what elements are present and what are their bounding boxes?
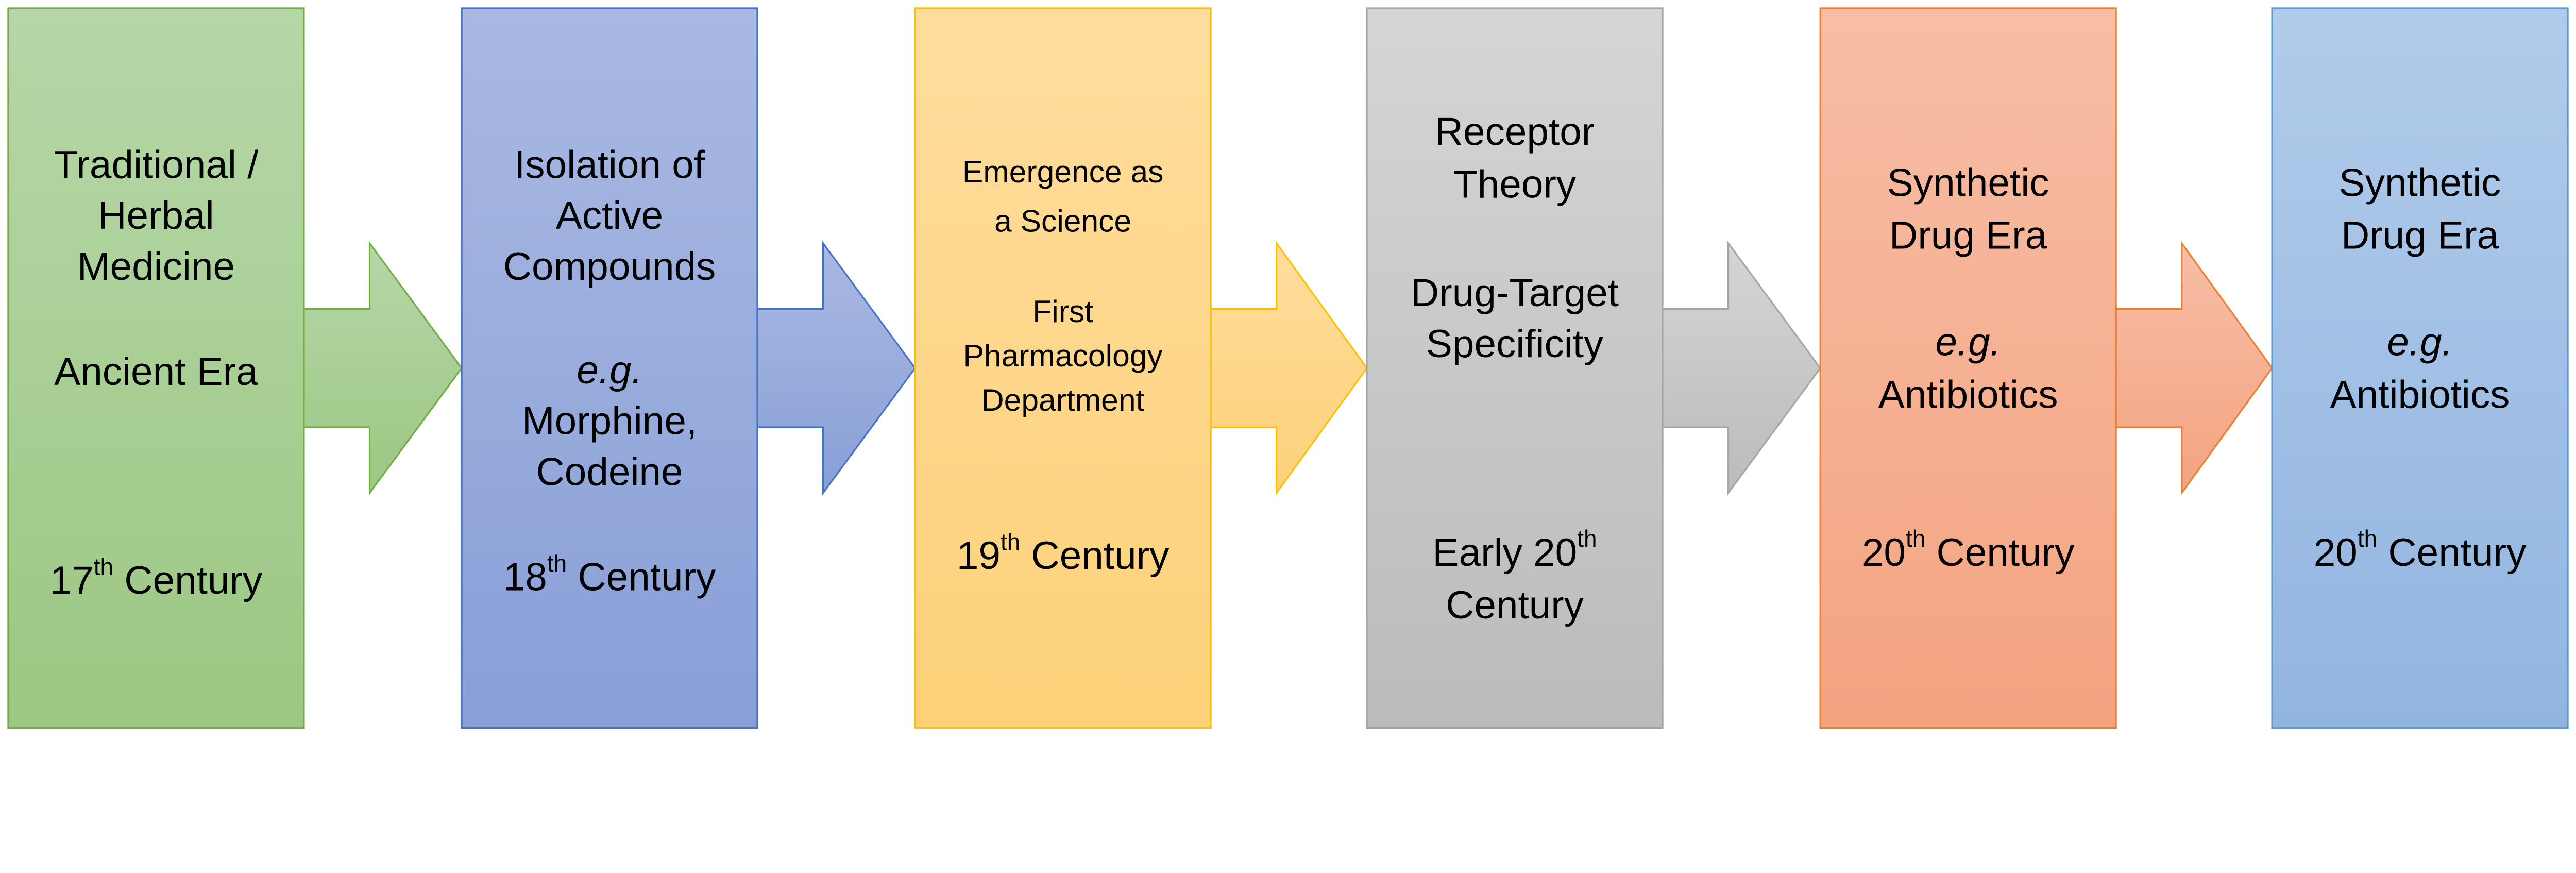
stage-label-line: Ancient Era <box>54 350 258 394</box>
label-text: Century <box>2377 531 2527 575</box>
label-text: Ancient Era <box>54 350 258 394</box>
ordinal-superscript: th <box>1001 529 1020 556</box>
stage-label-line: e.g. <box>2387 321 2453 364</box>
stage-label-line: First <box>1032 294 1093 329</box>
label-text: Morphine, <box>522 399 697 443</box>
stage-label-line: 18th Century <box>503 550 716 599</box>
stage-label-line: 17th Century <box>50 553 263 602</box>
label-text: Century <box>567 556 716 599</box>
stage-label-line: e.g. <box>577 348 642 392</box>
stage-label-line: 20th Century <box>2314 525 2527 575</box>
label-text: Century <box>1446 583 1584 627</box>
stage-label-line: Morphine, <box>522 399 697 443</box>
stage-label-line: Herbal <box>98 194 214 238</box>
label-text: 18 <box>503 556 547 599</box>
label-text: Synthetic <box>2339 161 2501 205</box>
label-text: Herbal <box>98 194 214 238</box>
stage-box-receptor-theory <box>1366 7 1664 729</box>
label-text: Drug Era <box>2341 214 2499 258</box>
label-text: Emergence as <box>962 154 1164 189</box>
label-text: e.g. <box>1935 321 2001 364</box>
stage-label-line: a Science <box>994 204 1131 239</box>
arrow-receptor-theory <box>1658 241 1822 496</box>
label-text: e.g. <box>577 348 642 392</box>
label-text: Active <box>556 194 663 238</box>
label-text: Compounds <box>503 245 716 289</box>
label-text: Receptor <box>1435 110 1595 154</box>
label-text: Synthetic <box>1887 161 2049 205</box>
label-text: Specificity <box>1426 322 1604 366</box>
stage-label-line: Medicine <box>77 245 235 289</box>
stage-label-line: Active <box>556 194 663 238</box>
label-text: Century <box>1925 531 2075 575</box>
label-text: Isolation of <box>514 143 705 187</box>
stage-label-line: Pharmacology <box>963 338 1163 373</box>
arrow-traditional-herbal-medicine <box>299 241 463 496</box>
label-text: Medicine <box>77 245 235 289</box>
ordinal-superscript: th <box>94 553 113 580</box>
label-text: Early 20 <box>1433 531 1578 575</box>
label-text: Century <box>113 559 263 602</box>
stage-label-line: Receptor <box>1435 110 1595 154</box>
label-text: Century <box>1020 534 1170 578</box>
stage-label-line: Theory <box>1453 163 1577 207</box>
label-text: Antibiotics <box>1878 373 2058 417</box>
ordinal-superscript: th <box>547 550 567 577</box>
label-text: 19 <box>957 534 1001 578</box>
label-text: 20 <box>2314 531 2358 575</box>
stage-label-line: 19th Century <box>957 529 1170 578</box>
label-text: e.g. <box>2387 321 2453 364</box>
stage-label-line: Antibiotics <box>2330 373 2510 417</box>
stage-label-line: Synthetic <box>2339 161 2501 205</box>
stage-label-line: Emergence as <box>962 154 1164 189</box>
label-text: Theory <box>1453 163 1577 207</box>
stage-box-isolation-of-active-compounds <box>461 7 758 729</box>
stage-box-synthetic-drug-era-2 <box>2271 7 2569 729</box>
label-text: Traditional / <box>54 143 259 187</box>
stage-label-line: Century <box>1446 583 1584 627</box>
stage-label-line: Department <box>981 382 1145 417</box>
stage-label-line: 20th Century <box>1862 525 2075 575</box>
stage-label-line: Synthetic <box>1887 161 2049 205</box>
arrow-emergence-as-a-science <box>1207 241 1368 496</box>
stage-label-line: Specificity <box>1426 322 1604 366</box>
stage-label-line: e.g. <box>1935 321 2001 364</box>
label-text: Codeine <box>536 450 683 494</box>
stage-label-line: Traditional / <box>54 143 259 187</box>
ordinal-superscript: th <box>2358 525 2377 552</box>
stage-label-line: Early 20th <box>1433 525 1597 575</box>
label-text: Drug-Target <box>1411 271 1619 315</box>
stage-label-line: Antibiotics <box>1878 373 2058 417</box>
label-text: Pharmacology <box>963 338 1163 373</box>
label-text: Drug Era <box>1889 214 2047 258</box>
arrow-isolation-of-active-compounds <box>753 241 917 496</box>
arrow-synthetic-drug-era <box>2112 241 2274 496</box>
label-text: 17 <box>50 559 94 602</box>
stage-label-line: Drug Era <box>1889 214 2047 258</box>
label-text: 20 <box>1862 531 1906 575</box>
label-text: Department <box>981 382 1145 417</box>
stage-box-emergence-as-a-science <box>914 7 1212 729</box>
stage-label-line: Isolation of <box>514 143 705 187</box>
label-text: a Science <box>994 204 1131 239</box>
stage-label-line: Codeine <box>536 450 683 494</box>
label-text: First <box>1032 294 1093 329</box>
stage-box-traditional-herbal-medicine <box>7 7 305 729</box>
stage-label-line: Drug-Target <box>1411 271 1619 315</box>
ordinal-superscript: th <box>1906 525 1925 552</box>
ordinal-superscript: th <box>1577 525 1597 552</box>
stage-box-synthetic-drug-era <box>1819 7 2117 729</box>
stage-label-line: Compounds <box>503 245 716 289</box>
label-text: Antibiotics <box>2330 373 2510 417</box>
stage-label-line: Drug Era <box>2341 214 2499 258</box>
